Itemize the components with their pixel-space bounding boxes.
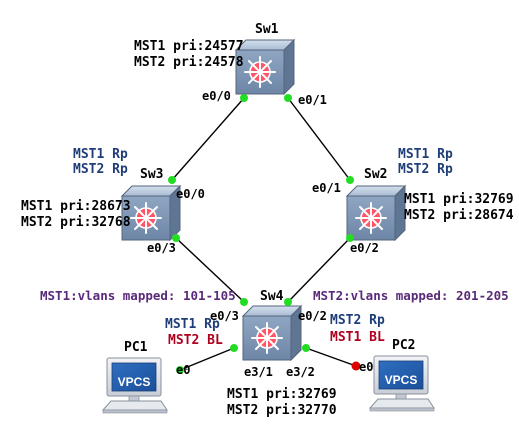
links: [171, 97, 357, 371]
sw4-port-e3-1: e3/1: [244, 365, 273, 379]
sw4-multilayer-switch-icon[interactable]: [242, 305, 302, 361]
port-status-dots: [168, 94, 361, 374]
sw1-name: Sw1: [255, 22, 279, 37]
sw2-mst1-role: MST1 Rp: [398, 147, 453, 162]
sw1-mst1-priority: MST1 pri:24577: [134, 39, 244, 54]
sw2-port-e0-2: e0/2: [350, 241, 379, 255]
pc2-port-e0: e0: [359, 360, 373, 374]
sw4-port-e0-2: e0/2: [298, 309, 327, 323]
sw3-mst1-priority: MST1 pri:28673: [21, 199, 131, 214]
sw1-port-e0-0: e0/0: [202, 89, 231, 103]
port-status-dot-up: [176, 366, 184, 374]
link-sw3-sw4: [175, 237, 245, 303]
sw1-port-e0-1: e0/1: [298, 93, 327, 107]
sw3-port-e0-3: e0/3: [147, 241, 176, 255]
pc2-screen-label: VPCS: [385, 373, 418, 387]
pc1-port-e0: e0: [176, 363, 190, 377]
port-status-dot-down: [351, 361, 361, 371]
sw4-name: Sw4: [260, 289, 284, 304]
port-status-dot-up: [240, 298, 248, 306]
sw3-mst2-priority: MST2 pri:32768: [21, 215, 131, 230]
sw2-multilayer-switch-icon[interactable]: [346, 185, 406, 241]
port-status-dot-up: [172, 234, 180, 242]
sw2-mst2-priority: MST2 pri:28674: [404, 208, 514, 223]
sw4-e31-mst1-role: MST1 Rp: [165, 317, 220, 332]
sw3-multilayer-switch-icon[interactable]: [121, 185, 181, 241]
sw4-e32-mst1-role: MST1 BL: [330, 330, 385, 345]
sw2-mst1-priority: MST1 pri:32769: [404, 192, 514, 207]
sw4-mst1-priority: MST1 pri:32769: [227, 387, 337, 402]
link-sw1-sw2: [287, 97, 351, 181]
port-status-dot-up: [302, 344, 310, 352]
sw2-port-e0-1: e0/1: [312, 181, 341, 195]
port-status-dot-up: [168, 176, 176, 184]
sw1-multilayer-switch-icon[interactable]: [235, 39, 295, 95]
sw2-mst2-role: MST2 Rp: [398, 162, 453, 177]
port-status-dot-up: [240, 94, 248, 102]
sw3-port-e0-0: e0/0: [176, 187, 205, 201]
port-status-dot-up: [346, 234, 354, 242]
port-status-dot-up: [346, 176, 354, 184]
port-status-dot-up: [230, 344, 238, 352]
link-pc2-sw4: [305, 347, 357, 367]
sw1-mst2-priority: MST2 pri:24578: [134, 55, 244, 70]
sw3-mst2-role: MST2 Rp: [73, 162, 128, 177]
sw4-e31-mst2-role: MST2 BL: [168, 333, 223, 348]
sw3-name: Sw3: [140, 167, 163, 182]
sw4-port-e3-2: e3/2: [286, 365, 315, 379]
sw4-port-e0-3: e0/3: [210, 309, 239, 323]
link-sw1-sw3: [171, 97, 245, 181]
port-status-dot-up: [284, 94, 292, 102]
mst2-vlan-mapping: MST2:vlans mapped: 201-205: [313, 288, 509, 303]
sw4-mst2-priority: MST2 pri:32770: [227, 403, 337, 418]
mst1-vlan-mapping: MST1:vlans mapped: 101-105: [40, 288, 236, 303]
port-status-dot-up: [284, 298, 292, 306]
sw4-e32-mst2-role: MST2 Rp: [330, 313, 385, 328]
pc1-name: PC1: [124, 340, 148, 355]
link-pc1-sw4: [179, 347, 235, 371]
pc2-name: PC2: [392, 338, 415, 353]
pc1-screen-label: VPCS: [118, 375, 151, 389]
sw2-name: Sw2: [364, 167, 387, 182]
link-sw2-sw4: [287, 237, 351, 303]
sw3-mst1-role: MST1 Rp: [73, 147, 128, 162]
